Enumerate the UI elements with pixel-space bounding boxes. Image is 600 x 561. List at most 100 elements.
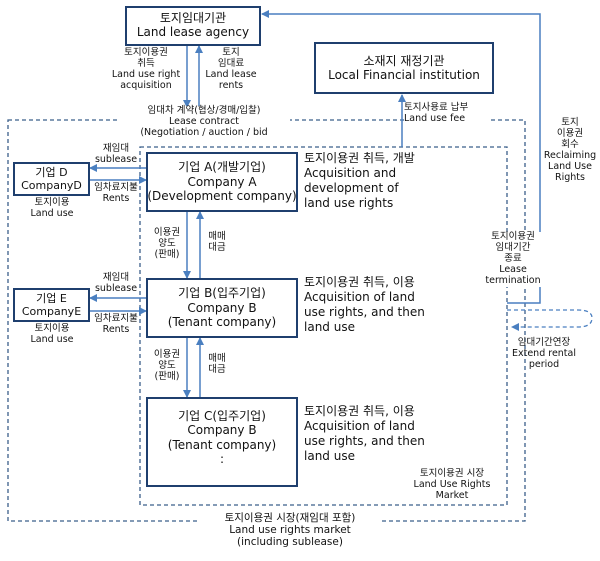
rent-l4: rents bbox=[218, 79, 244, 91]
desc-a-l1: 토지이용권 취득, 개발 bbox=[304, 151, 415, 165]
desc-a-l4: land use rights bbox=[304, 196, 394, 210]
acq-l3: Land use right bbox=[111, 68, 181, 80]
desc-b-l1: 토지이용권 취득, 이용 bbox=[304, 275, 415, 289]
outer-market-l3: (including sublease) bbox=[237, 536, 343, 549]
company-b-role: (Tenant company) bbox=[167, 315, 277, 330]
label-land-use-fee: 토지사용료 납부 Land use fee bbox=[404, 102, 490, 125]
desc-b-l3: use rights, and then bbox=[304, 305, 425, 319]
desc-b-l2: Acquisition of land bbox=[304, 290, 415, 304]
acq-l1: 토지이용권 bbox=[124, 47, 168, 58]
label-extend-rental-period: 임대기간연장 Extend rental period bbox=[506, 337, 582, 371]
agency-name-en: Land lease agency bbox=[136, 25, 250, 40]
inner-market-l2: Land Use Rights bbox=[413, 478, 491, 490]
sublease-e-l2: sublease bbox=[94, 282, 138, 294]
acq-l2: 취득 bbox=[137, 57, 155, 69]
company-b-name-ko: 기업 B(입주기업) bbox=[178, 286, 266, 301]
trade-bc-l1: 매매 bbox=[208, 353, 226, 364]
label-transfer-bc: 이용권 양도 (판매) bbox=[150, 349, 184, 383]
company-a-name-en: Company A bbox=[187, 174, 257, 189]
desc-c-l2: Acquisition of land bbox=[304, 419, 415, 433]
sublease-e-l1: 재임대 bbox=[102, 272, 130, 283]
rent-l3: Land lease bbox=[205, 68, 257, 80]
label-land-use-right-acquisition: 토지이용권 취득 Land use right acquisition bbox=[106, 47, 186, 92]
trade-ab-l2: 대금 bbox=[208, 241, 226, 253]
fee-l2: Land use fee bbox=[404, 112, 466, 124]
financial-name-en: Local Financial institution bbox=[328, 68, 480, 82]
description-company-c: 토지이용권 취득, 이용 Acquisition of land use rig… bbox=[304, 404, 425, 464]
landuse-d-l1: 토지이용 bbox=[34, 197, 70, 208]
company-d-name-ko: 기업 D bbox=[35, 165, 68, 179]
landuse-e-l2: Land use bbox=[30, 333, 74, 345]
landuse-d-l2: Land use bbox=[30, 207, 74, 219]
label-sublease-e: 재임대 sublease bbox=[88, 272, 144, 295]
extend-l1: 임대기간연장 bbox=[517, 337, 571, 348]
label-land-use-d: 토지이용 Land use bbox=[14, 197, 90, 220]
land-lease-agency-box: 토지임대기관 Land lease agency bbox=[125, 6, 261, 46]
company-c-role: (Tenant company) bbox=[167, 437, 277, 452]
termination-l3: 종료 bbox=[504, 252, 522, 264]
description-company-b: 토지이용권 취득, 이용 Acquisition of land use rig… bbox=[304, 275, 425, 335]
reclaim-l5: Land Use bbox=[548, 160, 592, 172]
outer-market-l2: Land use rights market bbox=[229, 524, 351, 537]
label-payment-bc: 매매 대금 bbox=[203, 353, 231, 376]
company-c-name-en: Company B bbox=[187, 423, 257, 438]
label-lease-contract: 임대차 계약(협상/경매/입찰) Lease contract (Negotia… bbox=[118, 105, 290, 139]
outer-market-l1: 토지이용권 시장(재임대 포함) bbox=[224, 512, 356, 524]
transfer-bc-l2: 양도 bbox=[158, 359, 176, 371]
agency-name-ko: 토지임대기관 bbox=[159, 11, 227, 25]
termination-l1: 토지이용권 bbox=[491, 231, 535, 242]
company-e-name-en: CompanyE bbox=[21, 305, 82, 318]
rents-e-l2: Rents bbox=[102, 323, 130, 335]
landuse-e-l1: 토지이용 bbox=[34, 323, 70, 334]
desc-c-l4: land use bbox=[304, 449, 355, 463]
inner-market-l1: 토지이용권 시장 bbox=[419, 468, 485, 479]
company-d-name-en: CompanyD bbox=[21, 179, 82, 192]
inner-market-boundary bbox=[139, 146, 508, 506]
label-land-use-e: 토지이용 Land use bbox=[14, 323, 90, 346]
desc-c-l1: 토지이용권 취득, 이용 bbox=[304, 404, 415, 418]
arrow-extend-period bbox=[507, 309, 593, 331]
financial-name-ko: 소재지 재정기관 bbox=[363, 53, 445, 68]
label-rents-d: 임차료지불 Rents bbox=[88, 182, 144, 205]
label-transfer-ab: 이용권 양도 (판매) bbox=[150, 227, 184, 261]
desc-a-l3: development of bbox=[304, 181, 399, 195]
label-outer-market: 토지이용권 시장(재임대 포함) Land use rights market … bbox=[200, 512, 380, 549]
transfer-ab-l1: 이용권 bbox=[153, 227, 181, 238]
reclaim-l2: 이용권 bbox=[556, 127, 584, 139]
reclaim-l6: Rights bbox=[555, 171, 585, 183]
rents-e-l1: 임차료지불 bbox=[94, 313, 138, 324]
trade-bc-l2: 대금 bbox=[208, 363, 226, 375]
transfer-ab-l2: 양도 bbox=[158, 237, 176, 249]
company-a-box: 기업 A(개발기업) Company A (Development compan… bbox=[146, 152, 298, 212]
label-rents-e: 임차료지불 Rents bbox=[88, 313, 144, 336]
company-a-name-ko: 기업 A(개발기업) bbox=[178, 160, 266, 175]
description-company-a: 토지이용권 취득, 개발 Acquisition and development… bbox=[304, 151, 415, 211]
trade-ab-l1: 매매 bbox=[208, 231, 226, 242]
rents-d-l1: 임차료지불 bbox=[94, 182, 138, 193]
extend-l3: period bbox=[528, 358, 560, 370]
arrow-reclaiming-rights bbox=[261, 10, 541, 304]
inner-market-l3: Market bbox=[435, 489, 469, 501]
desc-b-l4: land use bbox=[304, 320, 355, 334]
financial-institution-box: 소재지 재정기관 Local Financial institution bbox=[314, 42, 494, 94]
label-payment-ab: 매매 대금 bbox=[203, 231, 231, 254]
desc-c-l3: use rights, and then bbox=[304, 434, 425, 448]
label-inner-market: 토지이용권 시장 Land Use Rights Market bbox=[402, 468, 502, 502]
label-lease-termination: 토지이용권 임대기간 종료 Lease termination bbox=[478, 231, 548, 287]
company-c-name-ko: 기업 C(입주기업) bbox=[178, 409, 266, 423]
company-e-name-ko: 기업 E bbox=[36, 291, 67, 305]
company-b-box: 기업 B(입주기업) Company B (Tenant company) bbox=[146, 278, 298, 338]
fee-l1: 토지사용료 납부 bbox=[404, 102, 469, 113]
acq-l4: acquisition bbox=[120, 79, 172, 91]
contract-l3: (Negotiation / auction / bid bbox=[140, 126, 268, 138]
company-d-box: 기업 D CompanyD bbox=[13, 162, 90, 196]
label-reclaiming-rights: 토지 이용권 회수 Reclaiming Land Use Rights bbox=[543, 117, 597, 184]
reclaim-l3: 회수 bbox=[561, 138, 579, 150]
sublease-d-l1: 재임대 bbox=[102, 143, 130, 154]
extend-l2: Extend rental bbox=[511, 347, 576, 359]
contract-l1: 임대차 계약(협상/경매/입찰) bbox=[147, 105, 261, 116]
termination-l2: 임대기간 bbox=[495, 241, 531, 253]
company-a-role: (Development company) bbox=[147, 189, 297, 204]
termination-l5: termination bbox=[485, 274, 541, 286]
reclaim-l1: 토지 bbox=[561, 117, 579, 128]
